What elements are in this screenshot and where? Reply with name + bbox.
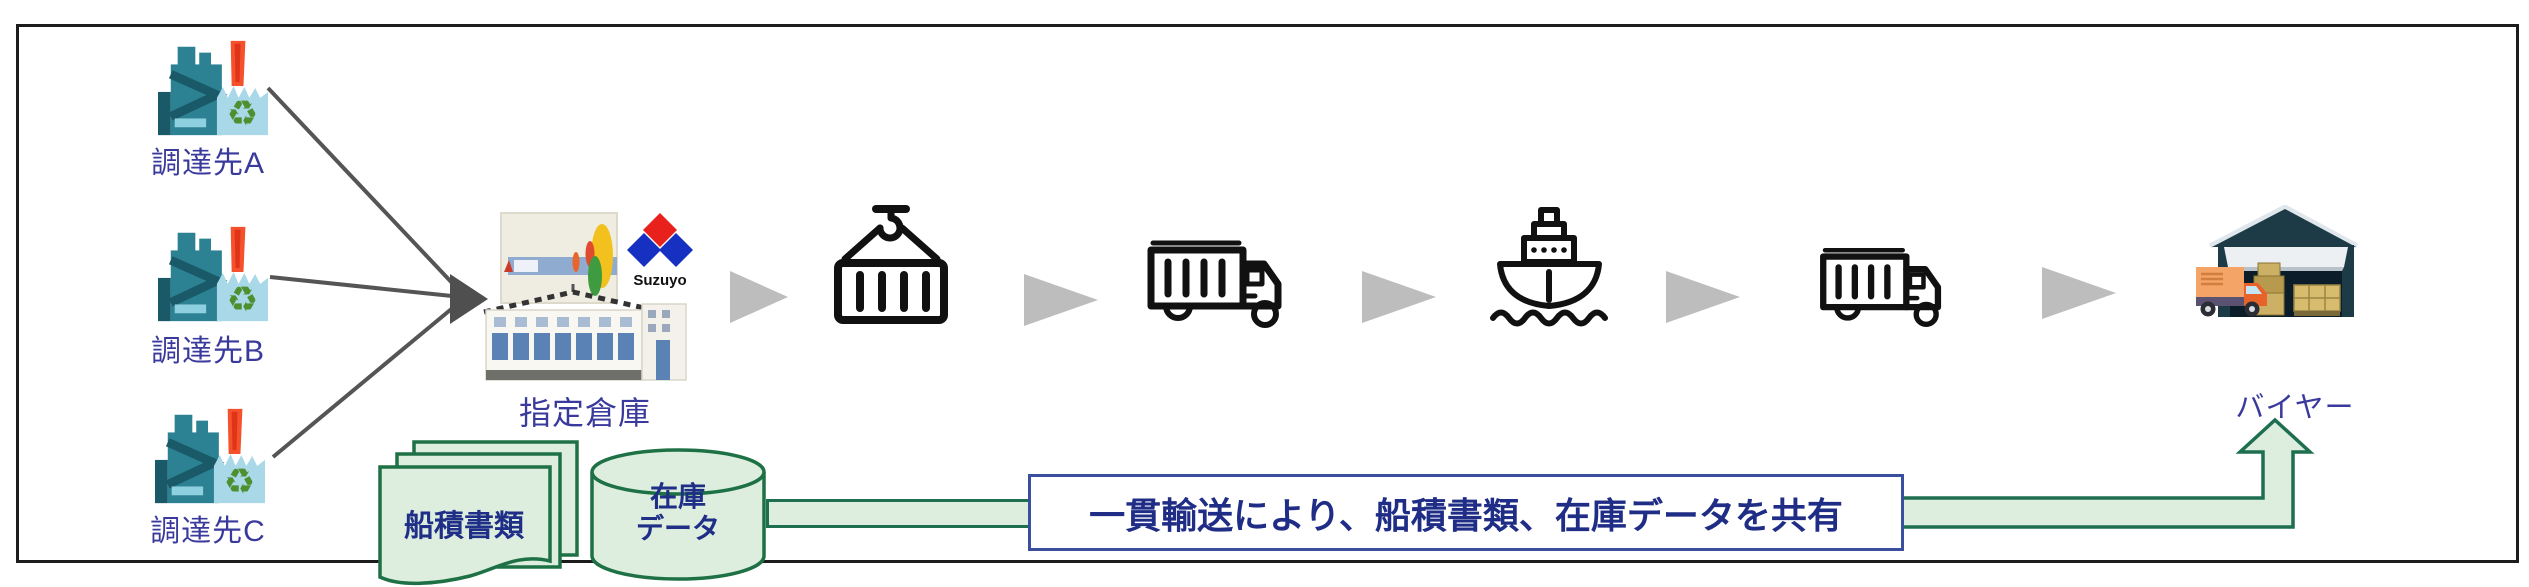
supplier-a-label: 調達先A: [150, 147, 265, 180]
flow-arrow-icon: [1666, 271, 1740, 323]
suzuyo-logo-icon: Suzuyo: [627, 213, 693, 289]
supplier-c-label: 調達先C: [150, 515, 266, 548]
container-truck-icon: [1820, 247, 1942, 327]
buyer-label: バイヤー: [2235, 392, 2355, 424]
flow-arrow-icon: [2042, 267, 2116, 319]
convergence-arrowhead-icon: [450, 274, 488, 324]
crane-container-icon: [834, 205, 948, 324]
database-icon: 在庫 データ: [590, 448, 766, 581]
factory-icon: ♻: [158, 226, 268, 322]
container-truck-icon: [1147, 240, 1282, 328]
warehouse-building-icon: [483, 212, 687, 381]
warehouse-label: 指定倉庫: [518, 395, 651, 431]
factory-icon: ♻: [158, 40, 268, 136]
cargo-ship-icon: [1490, 207, 1608, 327]
flow-arrow-icon: [1362, 271, 1436, 323]
share-connector-up-arrow: [1900, 417, 2315, 529]
suzuyo-logo-text: Suzuyo: [633, 272, 686, 289]
buyer-warehouse-icon: [2196, 205, 2359, 317]
documents-label: 船積書類: [404, 510, 525, 543]
flow-arrow-icon: [730, 271, 788, 323]
flow-arrow-icon: [1024, 274, 1098, 326]
factory-icon: ♻: [155, 408, 265, 504]
recycle-icon: ♻: [227, 280, 259, 319]
share-banner-text: 一貫輸送により、船積書類、在庫データを共有: [1089, 494, 1843, 536]
inventory-label-line1: 在庫: [650, 481, 706, 512]
recycle-icon: ♻: [224, 462, 256, 501]
share-connector-left: [766, 499, 1032, 528]
recycle-icon: ♻: [227, 94, 259, 133]
inventory-label-line2: データ: [636, 512, 720, 544]
supplier-b-label: 調達先B: [150, 335, 265, 368]
share-banner: 一貫輸送により、船積書類、在庫データを共有: [1028, 474, 1904, 551]
documents-icon: 船積書類: [378, 440, 579, 586]
diagram-frame: [16, 24, 2519, 563]
